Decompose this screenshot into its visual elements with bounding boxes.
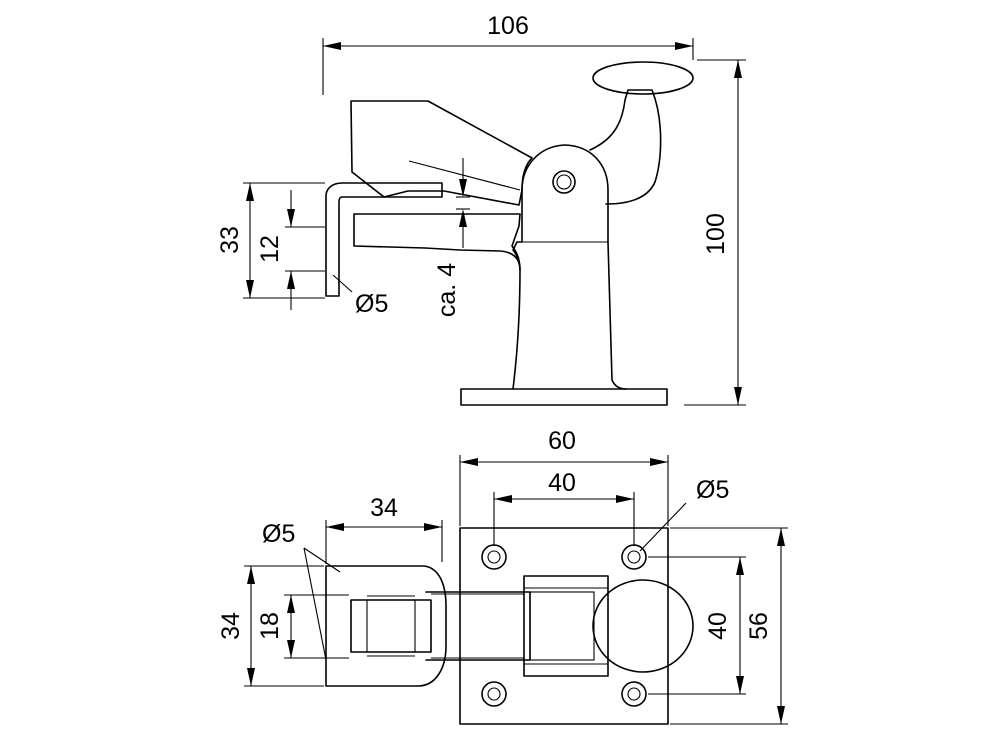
side-l-rod <box>325 182 443 297</box>
side-knob <box>592 61 694 95</box>
leader-catch-diameter: Ø5 <box>262 520 341 661</box>
top-catch-plate <box>325 565 447 687</box>
side-pivot-inner <box>556 174 572 190</box>
dim-gap-approx: ca. 4 <box>433 158 470 317</box>
label-40-x: 40 <box>548 469 576 497</box>
dim-catch-width: 34 <box>217 565 324 687</box>
dim-hole-spacing-y: 40 <box>648 556 746 695</box>
screw-hole <box>481 544 507 570</box>
label-60: 60 <box>548 427 576 455</box>
leader-hole-diameter: Ø5 <box>639 476 729 552</box>
dim-overall-height: 100 <box>684 59 746 406</box>
top-lever-bar <box>425 591 531 661</box>
dim-base-height: 56 <box>670 527 788 725</box>
label-33: 33 <box>216 226 244 254</box>
top-catch-hook <box>350 599 432 653</box>
leader-rod-diameter: Ø5 <box>332 274 388 318</box>
side-lever-arm <box>589 89 662 205</box>
screw-hole <box>481 681 507 707</box>
label-34-x: 34 <box>370 494 398 522</box>
side-catch-hook <box>353 213 521 271</box>
label-34-y: 34 <box>217 612 245 640</box>
label-40-y: 40 <box>704 612 732 640</box>
top-base-plate <box>459 527 669 725</box>
label-hole-diameter: Ø5 <box>696 476 729 504</box>
label-106: 106 <box>487 12 529 40</box>
side-base-plate <box>460 388 668 406</box>
dim-base-width: 60 <box>459 427 669 526</box>
label-56: 56 <box>745 612 773 640</box>
top-pivot-housing <box>523 575 609 677</box>
label-18: 18 <box>256 612 284 640</box>
label-rod-diameter: Ø5 <box>355 290 388 318</box>
side-pivot-outer <box>552 170 576 194</box>
dim-hook-length: 34 <box>325 494 443 564</box>
top-knob <box>592 579 694 673</box>
side-press-lever <box>350 100 533 206</box>
dim-hook-gap: 12 <box>256 190 325 310</box>
dim-overall-width: 106 <box>322 12 694 95</box>
top-view: 60 40 Ø5 40 <box>217 427 788 725</box>
label-ca-4: ca. 4 <box>433 263 461 317</box>
dim-hook-height: 33 <box>216 182 325 299</box>
dim-catch-gap: 18 <box>256 594 349 659</box>
side-pedestal <box>512 144 627 390</box>
dim-hole-spacing-x: 40 <box>493 469 635 546</box>
side-view: 106 100 33 12 <box>216 12 746 406</box>
label-100: 100 <box>702 213 730 255</box>
label-12: 12 <box>256 235 284 263</box>
top-pivot-housing-inner <box>529 591 595 661</box>
side-press-lever-notch <box>408 160 521 191</box>
label-catch-diameter: Ø5 <box>262 520 295 548</box>
screw-hole <box>621 681 647 707</box>
